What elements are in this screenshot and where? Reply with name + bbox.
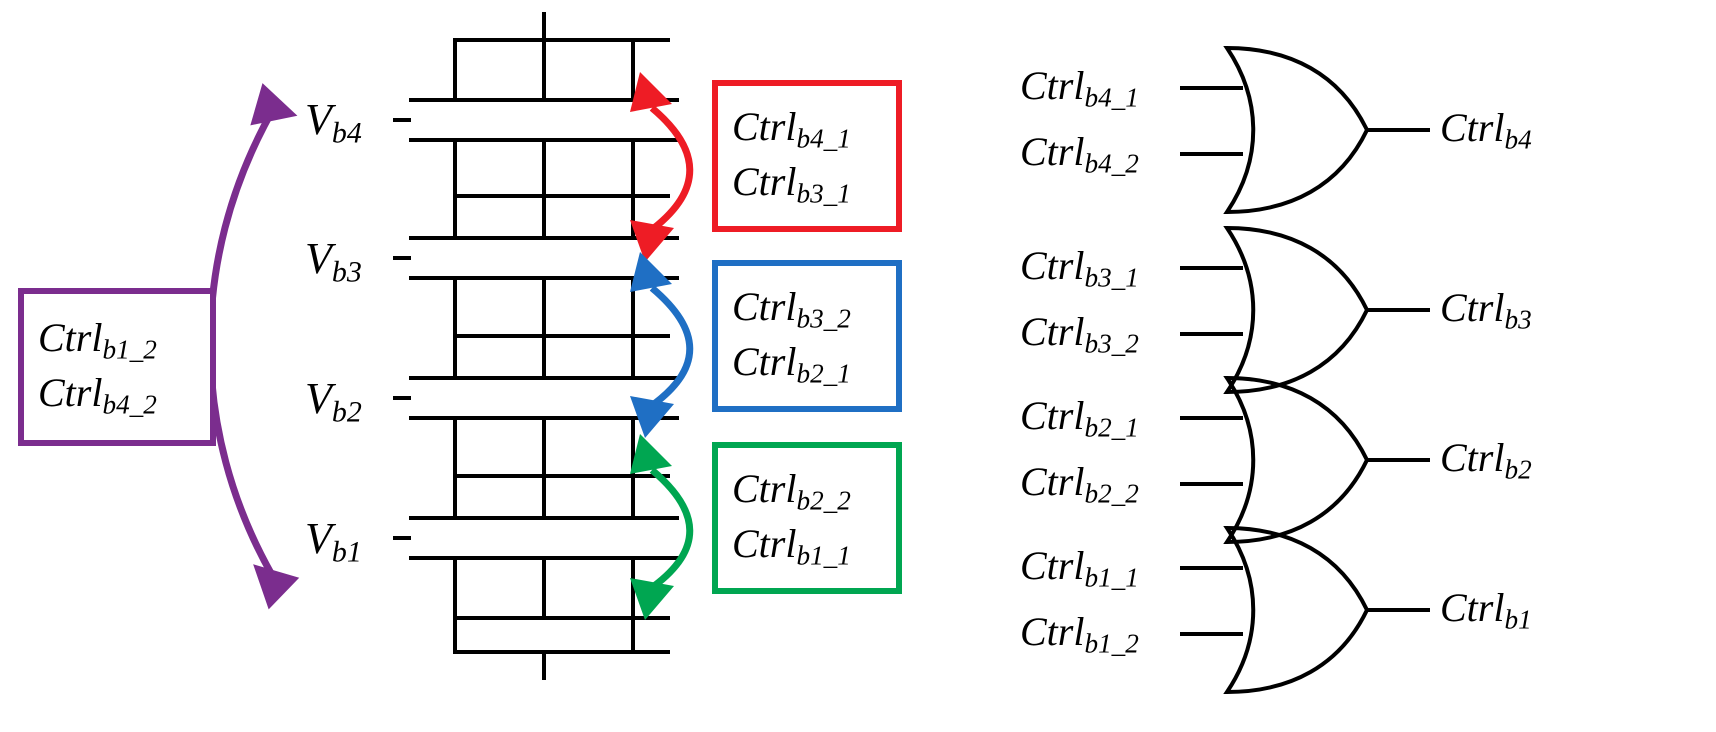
cell-label-vb3: Vb3 xyxy=(305,237,362,287)
gate-b1-input-2-label: Ctrlb1_2 xyxy=(1020,609,1139,659)
gate-b2-output-label: Ctrlb2 xyxy=(1440,435,1532,485)
cell-label-vb1: Vb1 xyxy=(305,517,362,567)
cell-label-vb2-base: V xyxy=(305,374,332,423)
green-arrow xyxy=(649,467,694,589)
gate-b2-input-1-label: Ctrlb2_1 xyxy=(1020,393,1139,443)
gate-b1-output-label: Ctrlb1 xyxy=(1440,585,1532,635)
cell-label-vb3-sub: b3 xyxy=(331,255,362,289)
ctrl-box-green: Ctrlb2_2 Ctrlb1_1 xyxy=(712,442,902,594)
red-arrow xyxy=(649,105,694,231)
gate-b1-input-1-label: Ctrlb1_1 xyxy=(1020,543,1139,593)
ctrl-box-green-row-2: Ctrlb1_1 xyxy=(732,521,851,571)
blue-arrow xyxy=(649,285,694,407)
cell-label-vb4-base: V xyxy=(305,95,332,144)
gate-b3-input-2-label: Ctrlb3_2 xyxy=(1020,309,1139,359)
ctrl-box-green-row-1: Ctrlb2_2 xyxy=(732,465,851,516)
ctrl-box-purple-row-1: Ctrlb1_2 xyxy=(38,314,157,365)
cell-label-vb4: Vb4 xyxy=(305,98,362,148)
gate-b4-input-2-label: Ctrlb4_2 xyxy=(1020,129,1139,179)
cell-label-vb2-sub: b2 xyxy=(331,395,362,429)
cell-label-vb1-base: V xyxy=(305,514,332,563)
ctrl-box-blue: Ctrlb3_2 Ctrlb2_1 xyxy=(712,260,902,412)
gate-b2-input-2-label: Ctrlb2_2 xyxy=(1020,459,1139,509)
ctrl-box-purple: Ctrlb1_2 Ctrlb4_2 xyxy=(18,288,216,446)
ctrl-box-blue-row-1: Ctrlb3_2 xyxy=(732,283,851,334)
or-gate-b1 xyxy=(1180,525,1430,695)
ctrl-box-red-row-1: Ctrlb4_1 xyxy=(732,103,851,154)
gate-b4-input-1-label: Ctrlb4_1 xyxy=(1020,63,1139,113)
ctrl-box-blue-row-2: Ctrlb2_1 xyxy=(732,339,851,389)
cell-label-vb2: Vb2 xyxy=(305,377,362,427)
cell-label-vb3-base: V xyxy=(305,234,332,283)
purple-arrow xyxy=(206,113,276,577)
ctrl-box-red: Ctrlb4_1 Ctrlb3_1 xyxy=(712,80,902,232)
gate-b3-input-1-label: Ctrlb3_1 xyxy=(1020,243,1139,293)
or-gate-b4 xyxy=(1180,45,1430,215)
cell-label-vb4-sub: b4 xyxy=(331,116,362,150)
or-gate-b3 xyxy=(1180,225,1430,395)
gate-b4-output-label: Ctrlb4 xyxy=(1440,105,1532,155)
ctrl-box-purple-row-2: Ctrlb4_2 xyxy=(38,370,157,420)
gate-b3-output-label: Ctrlb3 xyxy=(1440,285,1532,335)
cell-label-vb1-sub: b1 xyxy=(331,535,362,569)
or-gate-b2 xyxy=(1180,375,1430,545)
ctrl-box-red-row-2: Ctrlb3_1 xyxy=(732,159,851,209)
